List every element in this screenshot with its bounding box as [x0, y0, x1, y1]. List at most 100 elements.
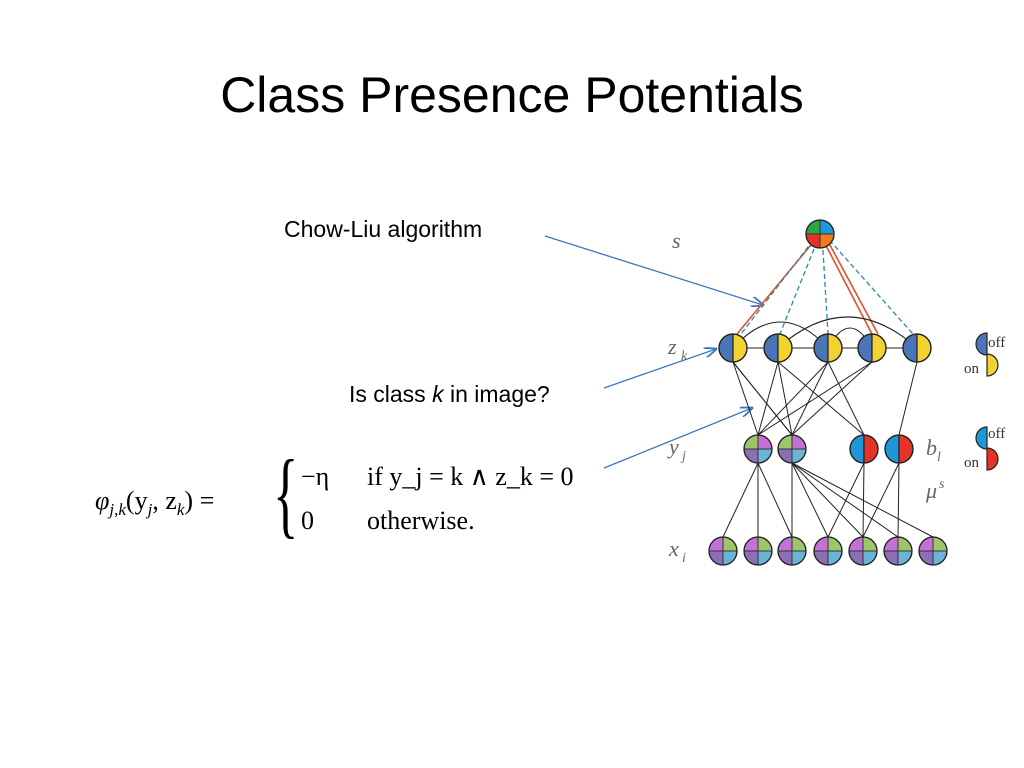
chow-liu-label: Chow-Liu algorithm: [284, 216, 483, 242]
formula-case2-value: 0: [301, 506, 314, 535]
edge-y-x-4: [791, 462, 864, 538]
legend-b-on-half: [986, 447, 999, 471]
node-z-3-ring: [813, 333, 843, 363]
node-x-3: [777, 536, 807, 566]
node-y-2: [777, 434, 807, 464]
node-x-1: [708, 536, 738, 566]
node-b-1-left: [849, 434, 865, 464]
edge-y-x-11: [757, 462, 793, 538]
formula-case1-value: −η: [301, 462, 330, 491]
edge-z-y-3: [777, 361, 793, 436]
node-z-4: [857, 333, 887, 363]
legend-z-off-text: off: [988, 335, 1005, 351]
formula-rest: , z: [152, 486, 177, 515]
diagram-nodes: [708, 219, 948, 566]
node-x-7: [918, 536, 948, 566]
legend-b-off-text: off: [988, 426, 1005, 442]
edge-s-z3: [821, 233, 829, 335]
chow-liu-arrow: [544, 235, 763, 305]
class-in-image-k: k: [432, 381, 444, 407]
node-b-2: [884, 434, 914, 464]
node-z-2: [763, 333, 793, 363]
node-x-1-ring: [708, 536, 738, 566]
node-z-5-right: [916, 333, 932, 363]
potential-formula: φj,k(yj, zk) = { −η if y_j = k ∧ z_k = 0…: [95, 444, 595, 548]
edge-z-y-5: [757, 361, 829, 436]
edge-z-y-2: [757, 361, 779, 436]
node-x-4-ring: [813, 536, 843, 566]
node-b-1: [849, 434, 879, 464]
edge-y-x-6: [791, 462, 934, 538]
edge-z-y-10: [732, 361, 793, 436]
edge-y-x-0: [722, 462, 759, 538]
formula-phi: φ: [95, 486, 110, 515]
node-z-4-left: [857, 333, 873, 363]
slide-title: Class Presence Potentials: [220, 67, 804, 123]
formula-lhs: φj,k(yj, zk) =: [95, 486, 214, 520]
class-in-image-label: Is class k in image?: [349, 381, 550, 408]
edge-y-x-8: [862, 462, 865, 538]
node-b-2-ring: [884, 434, 914, 464]
formula-yj-sub: j: [147, 500, 153, 520]
node-z-5-ring: [902, 333, 932, 363]
node-z-3-left: [813, 333, 829, 363]
edge-s-z4: [819, 233, 873, 335]
class-in-image-pre: Is class: [349, 381, 433, 407]
edge-z-y-8: [791, 361, 873, 436]
legend-z-on-half: [986, 353, 999, 377]
node-b-1-right: [863, 434, 879, 464]
node-y-2-ring: [777, 434, 807, 464]
node-b-1-ring: [849, 434, 879, 464]
formula-end: ) =: [184, 486, 215, 515]
edge-y-x-5: [791, 462, 899, 538]
node-z-1-left: [718, 333, 734, 363]
edge-z-y-7: [757, 361, 873, 436]
row-label-b: b: [926, 435, 937, 460]
node-s: [805, 219, 835, 249]
node-z-1-right: [732, 333, 748, 363]
edge-z-y-4: [777, 361, 865, 436]
formula-zk-sub: k: [176, 500, 185, 520]
class-in-image-post: in image?: [443, 381, 550, 407]
edge-z2-z5: [777, 316, 918, 349]
formula-case1-condition: if y_j = k ∧ z_k = 0: [367, 462, 574, 491]
formula-phi-sub: j,k: [109, 500, 126, 520]
node-z-3: [813, 333, 843, 363]
legend-z-off-half: [975, 332, 988, 356]
node-z-3-right: [827, 333, 843, 363]
node-y-1-ring: [743, 434, 773, 464]
node-b-2-left: [884, 434, 900, 464]
row-label-z-sub: k: [681, 349, 688, 364]
node-b-2-right: [898, 434, 914, 464]
legend-b: off on: [964, 426, 1005, 471]
edge-y-x-10: [897, 462, 900, 538]
node-z-4-right: [871, 333, 887, 363]
formula-args: (y: [125, 486, 148, 515]
edge-z-y-9: [898, 361, 918, 436]
formula-case2-condition: otherwise.: [367, 506, 475, 535]
row-label-mu: μ: [925, 478, 937, 503]
node-z-1-ring: [718, 333, 748, 363]
edge-s-z1d: [740, 233, 819, 335]
node-z-1: [718, 333, 748, 363]
legend-b-off-half: [975, 426, 988, 450]
edge-z-y-11: [827, 361, 865, 436]
row-label-x-sub: i: [682, 551, 686, 566]
row-label-z: z: [667, 334, 677, 359]
node-z-5: [902, 333, 932, 363]
row-label-s: s: [672, 228, 681, 253]
edge-y-x-9: [862, 462, 900, 538]
node-z-4-ring: [857, 333, 887, 363]
formula-brace: {: [273, 440, 299, 547]
node-s-ring: [805, 219, 835, 249]
row-label-b-sub: l: [937, 450, 941, 465]
node-z-2-left: [763, 333, 779, 363]
node-x-5: [848, 536, 878, 566]
edge-y-x-7: [827, 462, 865, 538]
edge-z-y-0: [732, 361, 759, 436]
node-x-7-ring: [918, 536, 948, 566]
edge-s-z5: [823, 233, 914, 335]
edge-z-y-6: [791, 361, 829, 436]
